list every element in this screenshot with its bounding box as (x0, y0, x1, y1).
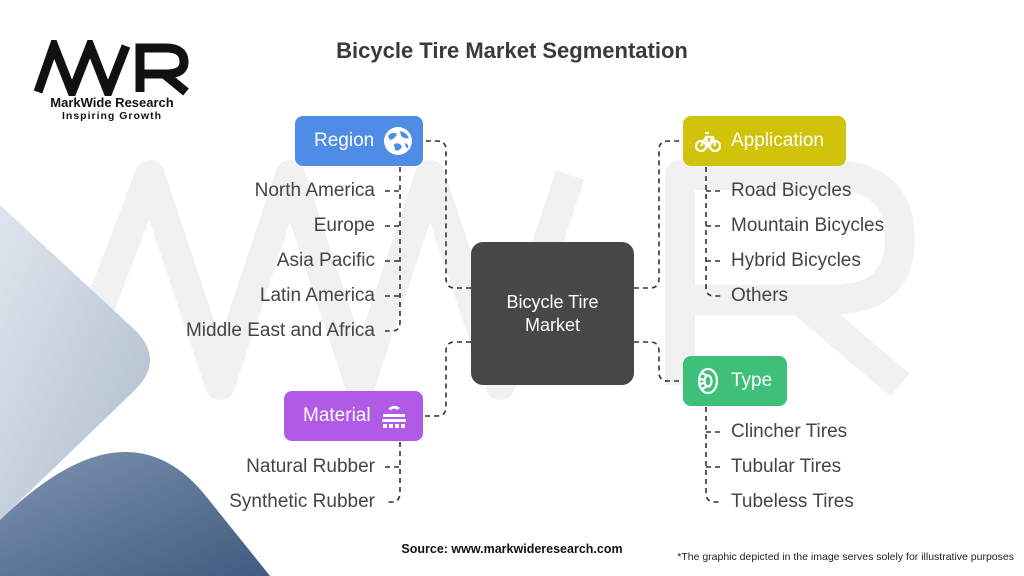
connector-lines (385, 140, 721, 503)
center-label-line1: Bicycle Tire (506, 291, 599, 312)
category-type: Type (683, 356, 787, 406)
type-item: Tubeless Tires (731, 491, 854, 512)
decor-shape-dark (0, 452, 270, 576)
region-item: Latin America (259, 285, 375, 306)
source-note: Source: www.markwideresearch.com (401, 542, 623, 556)
category-type-label: Type (731, 370, 773, 391)
disclaimer-note: *The graphic depicted in the image serve… (677, 551, 1014, 563)
category-application: Application (683, 116, 846, 166)
mwr-logo-icon (33, 40, 189, 96)
decor-shape-light (0, 205, 150, 520)
tire-icon (697, 367, 719, 395)
center-node: Bicycle Tire Market (471, 242, 634, 385)
region-item: Middle East and Africa (185, 320, 375, 341)
bicycle-icon (694, 131, 722, 153)
brand-tagline: Inspiring Growth (62, 110, 162, 122)
region-item: North America (254, 180, 375, 201)
material-item: Natural Rubber (246, 456, 375, 477)
material-icon (381, 405, 406, 428)
type-item: Clincher Tires (731, 421, 848, 442)
material-item: Synthetic Rubber (229, 491, 375, 512)
application-item: Mountain Bicycles (731, 215, 885, 236)
category-material: Material (284, 391, 423, 441)
center-label-line2: Market (524, 314, 580, 335)
brand-logo: MarkWide Research Inspiring Growth (32, 40, 192, 125)
application-item: Hybrid Bicycles (731, 250, 861, 271)
region-item: Asia Pacific (276, 250, 375, 271)
page-title: Bicycle Tire Market Segmentation (336, 38, 688, 63)
brand-name: MarkWide Research (50, 95, 174, 110)
category-application-label: Application (731, 130, 824, 151)
category-material-label: Material (303, 405, 371, 426)
category-region: Region (295, 116, 423, 166)
application-item: Road Bicycles (731, 180, 852, 201)
category-region-label: Region (314, 130, 375, 151)
globe-icon (384, 127, 413, 155)
application-item: Others (731, 285, 789, 306)
type-item: Tubular Tires (731, 456, 842, 477)
region-item: Europe (313, 215, 375, 236)
